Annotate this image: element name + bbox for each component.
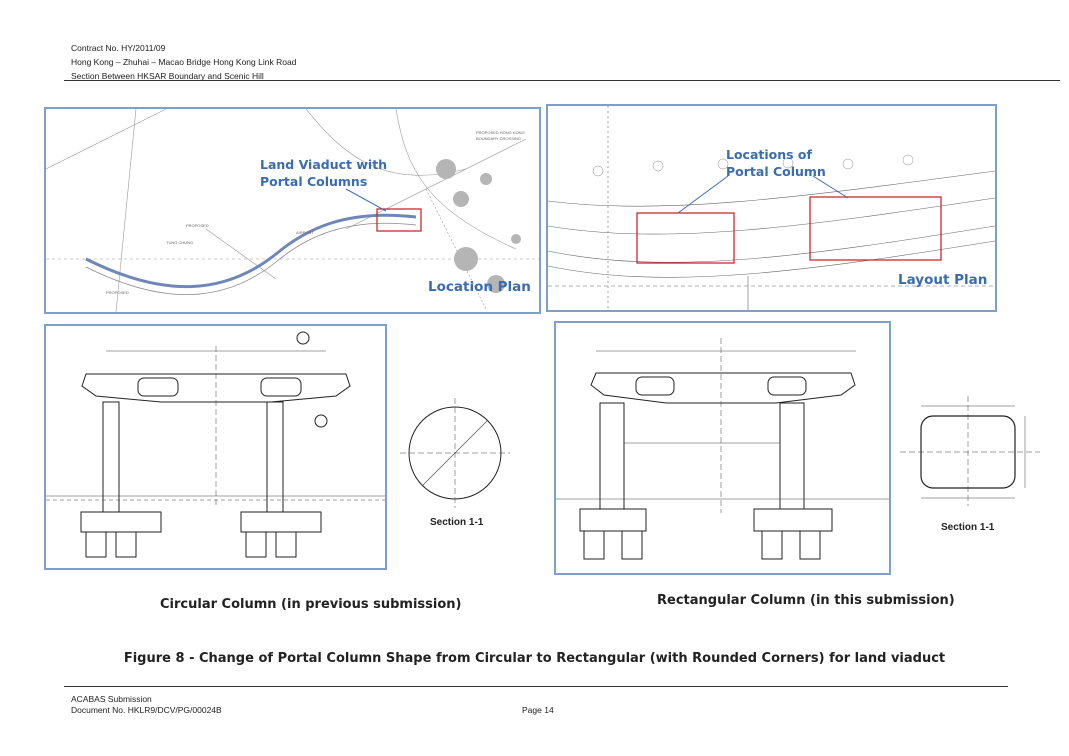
circular-section-label: Section 1-1 — [430, 517, 484, 528]
location-plan-label: Location Plan — [428, 279, 531, 295]
circular-section-drawing — [400, 398, 510, 508]
svg-text:AIRPORT: AIRPORT — [296, 230, 314, 235]
svg-text:PROPOSED HONG KONG: PROPOSED HONG KONG — [476, 130, 525, 135]
layout-plan-drawing — [548, 106, 995, 310]
rectangular-column-caption: Rectangular Column (in this submission) — [657, 593, 955, 608]
location-plan-panel: PROPOSED HONG KONG BOUNDARY CROSSING PRO… — [44, 107, 541, 314]
svg-text:BOUNDARY CROSSING: BOUNDARY CROSSING — [476, 136, 521, 141]
footer-divider — [64, 686, 1008, 687]
figure-title: Figure 8 - Change of Portal Column Shape… — [123, 651, 946, 666]
header-divider — [64, 80, 1060, 81]
contract-number: Contract No. HY/2011/09 — [71, 43, 166, 53]
section-name: Section Between HKSAR Boundary and Sceni… — [71, 71, 264, 81]
rectangular-section-drawing — [900, 396, 1040, 506]
circular-column-caption: Circular Column (in previous submission) — [160, 597, 462, 612]
rectangular-section-label: Section 1-1 — [941, 522, 995, 533]
svg-text:TUNG CHUNG: TUNG CHUNG — [166, 240, 193, 245]
document-number: Document No. HKLR9/DCV/PG/00024B — [71, 705, 222, 715]
layout-plan-label: Layout Plan — [898, 272, 988, 288]
circular-column-elevation-drawing — [46, 331, 385, 558]
project-name: Hong Kong – Zhuhai – Macao Bridge Hong K… — [71, 57, 297, 67]
svg-text:PROPOSED: PROPOSED — [186, 223, 209, 228]
location-plan-drawing: PROPOSED HONG KONG BOUNDARY CROSSING PRO… — [46, 109, 539, 312]
rectangular-column-elevation-drawing — [556, 338, 889, 560]
circular-elevation-panel — [44, 324, 387, 570]
submission-name: ACABAS Submission — [71, 694, 152, 704]
svg-text:PROPOSED: PROPOSED — [106, 290, 129, 295]
rectangular-elevation-panel — [554, 321, 891, 575]
page-number: Page 14 — [522, 705, 554, 715]
